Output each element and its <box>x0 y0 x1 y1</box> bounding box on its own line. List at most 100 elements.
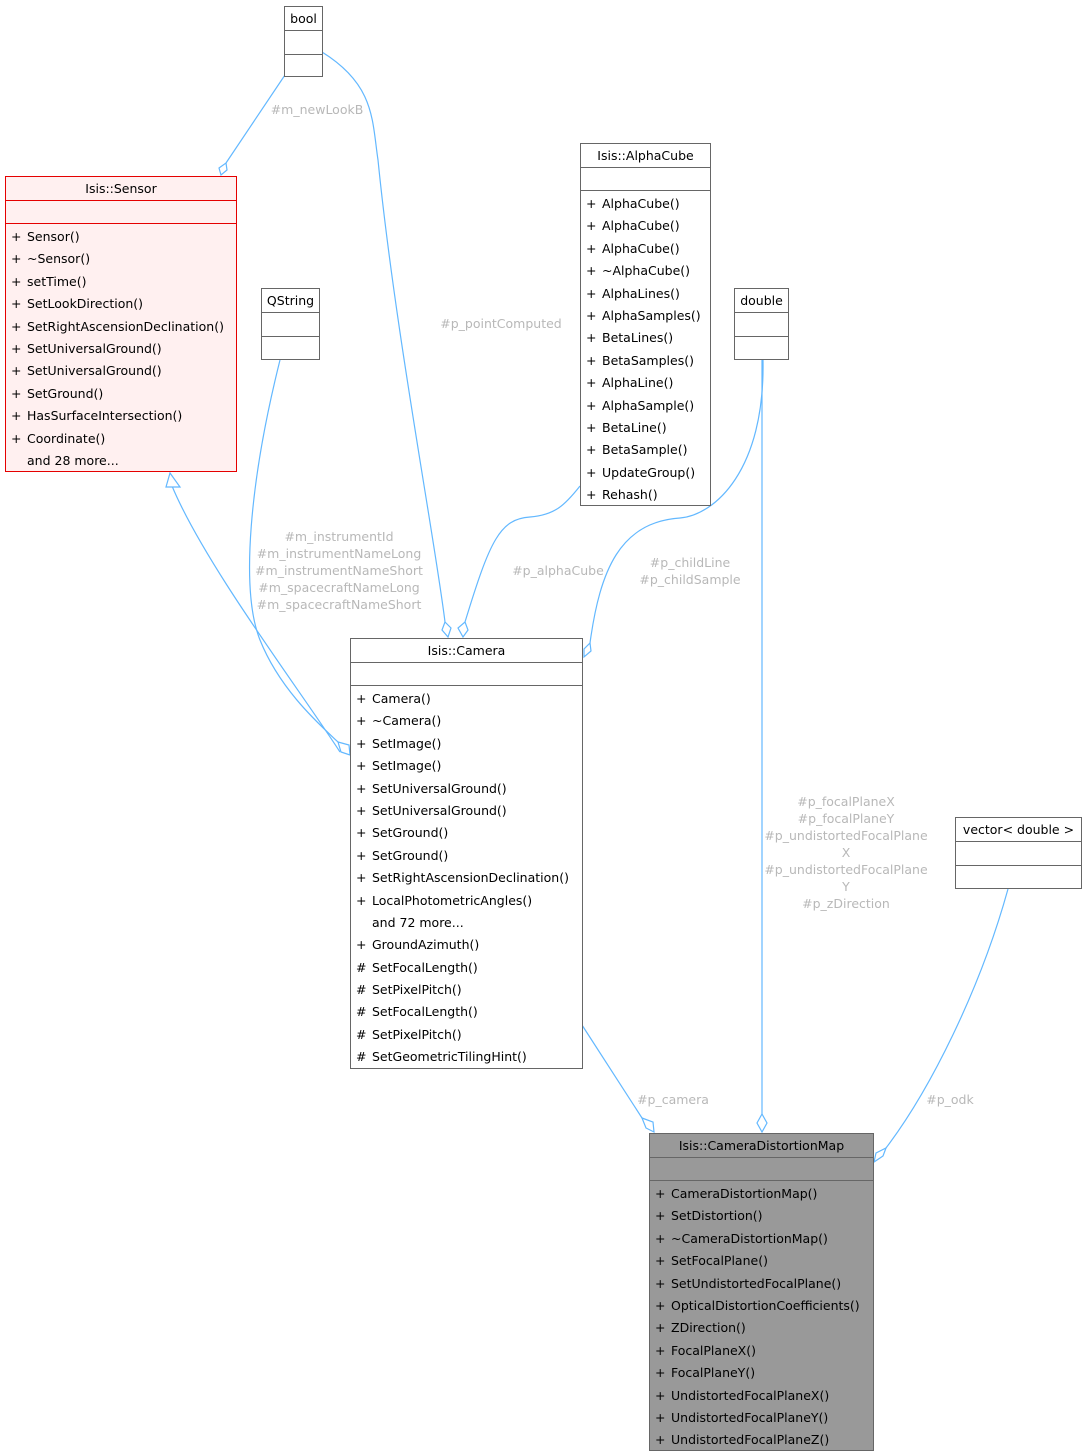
operation-row[interactable]: #SetPixelPitch() <box>351 979 582 1001</box>
operation-row[interactable]: +SetUniversalGround() <box>6 360 236 382</box>
operation-name: SetPixelPitch() <box>372 1026 462 1042</box>
operation-row[interactable]: +AlphaLines() <box>581 283 710 305</box>
operation-row[interactable]: + SetImage() <box>351 755 582 777</box>
operation-name: ~Sensor() <box>27 251 91 267</box>
operation-row[interactable]: +UndistortedFocalPlaneY() <box>650 1407 873 1429</box>
operation-row[interactable]: +SetDistortion() <box>650 1205 873 1227</box>
operation-row[interactable]: +SetGround() <box>351 822 582 844</box>
operation-row[interactable]: +AlphaCube() <box>581 193 710 215</box>
operation-row[interactable]: #SetGeometricTilingHint() <box>351 1046 582 1068</box>
operation-row[interactable]: +AlphaCube() <box>581 215 710 237</box>
operation-row[interactable]: #SetFocalLength() <box>351 1001 582 1023</box>
operation-row[interactable]: +BetaSample() <box>581 439 710 461</box>
operation-row[interactable]: +FocalPlaneY() <box>650 1362 873 1384</box>
operation-name: OpticalDistortionCoefficients() <box>671 1297 860 1313</box>
operation-row[interactable]: +CameraDistortionMap() <box>650 1183 873 1205</box>
visibility-marker: + <box>655 1297 666 1313</box>
class-box-double[interactable]: double <box>734 288 789 360</box>
operation-row[interactable]: +~AlphaCube() <box>581 260 710 282</box>
class-box-sensor[interactable]: Isis::Sensor +Sensor()+~Sensor()+setTime… <box>5 176 237 472</box>
operation-row[interactable]: +UndistortedFocalPlaneX() <box>650 1385 873 1407</box>
attributes-compartment <box>351 663 582 686</box>
operation-row[interactable]: +~Camera() <box>351 710 582 732</box>
operation-row[interactable]: +SetRightAscensionDeclination() <box>6 316 236 338</box>
operation-row[interactable]: +UpdateGroup() <box>581 462 710 484</box>
class-box-alphacube[interactable]: Isis::AlphaCube +AlphaCube()+AlphaCube()… <box>580 143 711 506</box>
operation-row[interactable]: +setTime() <box>6 271 236 293</box>
operation-row[interactable]: +Rehash() <box>581 484 710 506</box>
operation-name: Coordinate() <box>27 430 106 446</box>
operation-row[interactable]: and 28 more... <box>6 450 236 472</box>
attributes-compartment <box>6 201 236 224</box>
operation-row[interactable]: + OpticalDistortionCoefficients() <box>650 1295 873 1317</box>
operation-name: Rehash() <box>602 487 658 503</box>
operation-row[interactable]: +AlphaSamples() <box>581 305 710 327</box>
operation-row[interactable]: +BetaLines() <box>581 327 710 349</box>
operation-row[interactable]: +SetImage() <box>351 733 582 755</box>
operation-row[interactable]: + SetGround() <box>6 383 236 405</box>
class-title: Isis::Sensor <box>6 177 236 201</box>
operation-row[interactable]: +ZDirection() <box>650 1317 873 1339</box>
class-title: vector< double > <box>956 818 1081 842</box>
operation-name: SetPixelPitch() <box>372 982 462 998</box>
operation-name: AlphaCube() <box>602 218 680 234</box>
operation-name: AlphaCube() <box>602 196 680 211</box>
operation-row[interactable]: +SetUniversalGround() <box>351 800 582 822</box>
operation-row[interactable]: +BetaLine() <box>581 417 710 439</box>
operation-row[interactable]: +SetUndistortedFocalPlane() <box>650 1273 873 1295</box>
operation-row[interactable]: and 72 more... <box>351 912 582 934</box>
operation-row[interactable]: +AlphaCube() <box>581 238 710 260</box>
attributes-compartment <box>581 168 710 191</box>
operation-name: SetGround() <box>27 385 104 401</box>
class-box-camera[interactable]: Isis::Camera +Camera()+~Camera()+SetImag… <box>350 638 583 1069</box>
visibility-marker: + <box>11 385 22 401</box>
visibility-marker: + <box>11 340 22 356</box>
diamond-camera-double <box>583 641 592 659</box>
operation-name: ZDirection() <box>671 1320 746 1336</box>
class-box-camera-distortion-map[interactable]: Isis::CameraDistortionMap +CameraDistort… <box>649 1133 874 1451</box>
visibility-marker: + <box>356 758 367 774</box>
operation-name: and 28 more... <box>27 452 119 468</box>
operation-row[interactable]: +Sensor() <box>6 226 236 248</box>
class-title: double <box>735 289 788 313</box>
operation-name: FocalPlaneY() <box>671 1365 756 1381</box>
operation-name: SetGround() <box>372 847 449 863</box>
operation-row[interactable]: #SetFocalLength() <box>351 957 582 979</box>
operation-row[interactable]: +SetLookDirection() <box>6 293 236 315</box>
class-title: Isis::AlphaCube <box>581 144 710 168</box>
operation-row[interactable]: +SetFocalPlane() <box>650 1250 873 1272</box>
operation-row[interactable]: +BetaSamples() <box>581 350 710 372</box>
operation-row[interactable]: +LocalPhotometricAngles() <box>351 890 582 912</box>
operation-row[interactable]: +Coordinate() <box>6 428 236 450</box>
operation-row[interactable]: +SetUniversalGround() <box>351 778 582 800</box>
operation-row[interactable]: +SetRightAscensionDeclination() <box>351 867 582 889</box>
edge-qstring-camera <box>248 359 339 743</box>
operations-compartment <box>956 866 1081 888</box>
operation-row[interactable]: +GroundAzimuth() <box>351 934 582 956</box>
operation-row[interactable]: +~CameraDistortionMap() <box>650 1228 873 1250</box>
operation-name: SetImage() <box>372 758 442 774</box>
operation-name: UndistortedFocalPlaneZ() <box>671 1432 830 1448</box>
operation-name: AlphaSamples() <box>602 307 701 323</box>
operation-row[interactable]: +~Sensor() <box>6 248 236 270</box>
class-box-qstring[interactable]: QString <box>261 288 320 360</box>
operation-row[interactable]: +Camera() <box>351 688 582 710</box>
edge-label-child: #p_childLine #p_childSample <box>639 555 741 587</box>
operation-row[interactable]: +FocalPlaneX() <box>650 1340 873 1362</box>
diamond-distortion-camera <box>640 1116 655 1134</box>
operation-row[interactable]: +UndistortedFocalPlaneZ() <box>650 1429 873 1451</box>
operation-row[interactable]: +AlphaLine() <box>581 372 710 394</box>
operation-row[interactable]: #SetPixelPitch() <box>351 1024 582 1046</box>
class-box-vector-double[interactable]: vector< double > <box>955 817 1082 889</box>
operation-row[interactable]: +AlphaSample() <box>581 395 710 417</box>
class-box-bool[interactable]: bool <box>284 6 323 77</box>
edge-label-new-look-b: #m_newLookB <box>270 102 364 117</box>
operation-row[interactable]: +SetUniversalGround() <box>6 338 236 360</box>
visibility-marker: + <box>586 330 597 346</box>
visibility-marker: + <box>655 1342 666 1358</box>
visibility-marker: + <box>655 1230 666 1246</box>
operation-row[interactable]: +SetGround() <box>351 845 582 867</box>
operation-name: AlphaCube() <box>602 240 680 256</box>
operation-row[interactable]: +HasSurfaceIntersection() <box>6 405 236 427</box>
diamond-camera-bool <box>441 620 452 639</box>
